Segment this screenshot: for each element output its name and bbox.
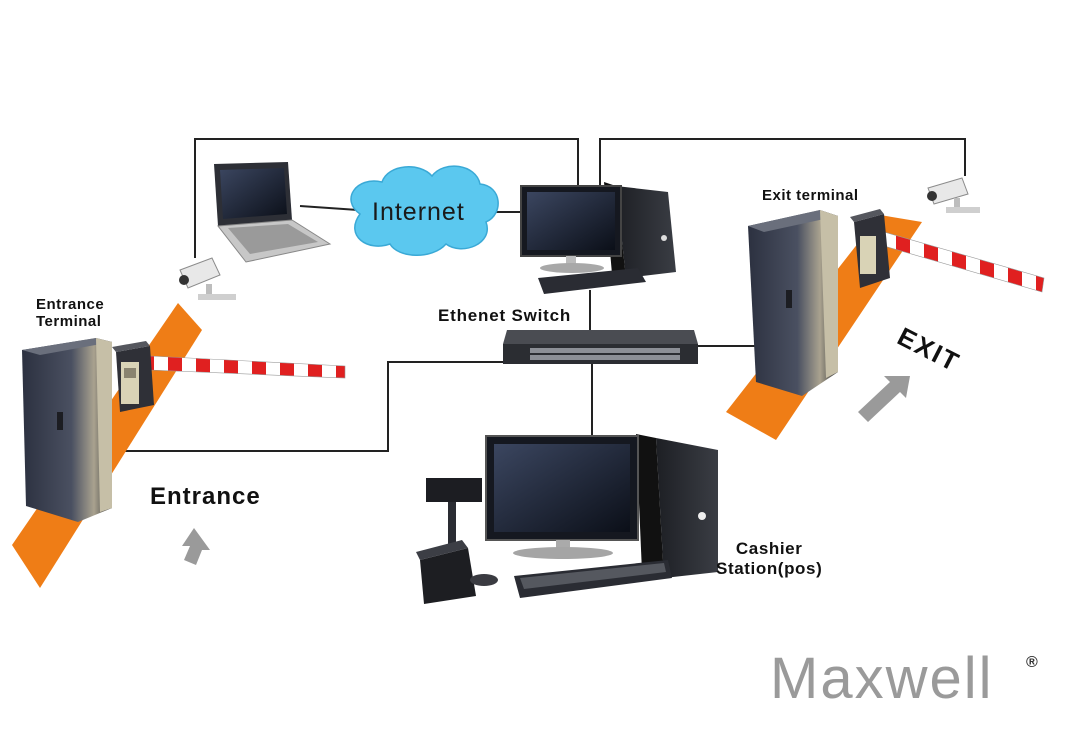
exit-terminal-label: Exit terminal: [762, 187, 859, 204]
exit-barrier-arm: [883, 231, 1045, 293]
entrance-barrier-arm: [149, 355, 346, 379]
entrance-terminal: [22, 338, 112, 522]
entrance-terminal-label-line2: Terminal: [36, 313, 102, 331]
server-pc: [520, 182, 676, 294]
entrance-terminal-label: Entrance Terminal: [36, 296, 104, 331]
exit-camera: [927, 177, 980, 213]
internet-cloud: [350, 165, 499, 256]
internet-label: Internet: [372, 198, 465, 226]
exit-terminal: [748, 210, 838, 396]
entrance-terminal-label-line1: Entrance: [36, 296, 105, 313]
network-wires: [100, 138, 966, 452]
wire-entrance-camera: [194, 138, 579, 258]
exit-barrier-box: [850, 209, 890, 288]
cashier-label-line2: Station(pos): [716, 558, 823, 578]
entrance-label: Entrance: [150, 483, 261, 510]
laptop: [214, 162, 332, 263]
entrance-camera: [179, 257, 236, 300]
exit-arrow: [858, 376, 910, 422]
entrance-barrier-box: [112, 341, 154, 412]
ethernet-switch-label: Ethenet Switch: [438, 306, 572, 325]
registered-mark: ®: [1026, 654, 1038, 671]
wire-laptop-internet: [299, 205, 359, 211]
entrance-arrow: [182, 528, 210, 565]
cashier-station-label: Cashier Station(pos): [716, 539, 822, 578]
wire-exit-camera: [599, 138, 966, 188]
ethernet-switch: [503, 330, 698, 364]
wire-switch-entrance-terminal: [100, 361, 503, 452]
brand-logo: Maxwell: [770, 646, 994, 711]
cashier-label-line1: Cashier: [735, 539, 803, 558]
cashier-station: [416, 434, 718, 604]
